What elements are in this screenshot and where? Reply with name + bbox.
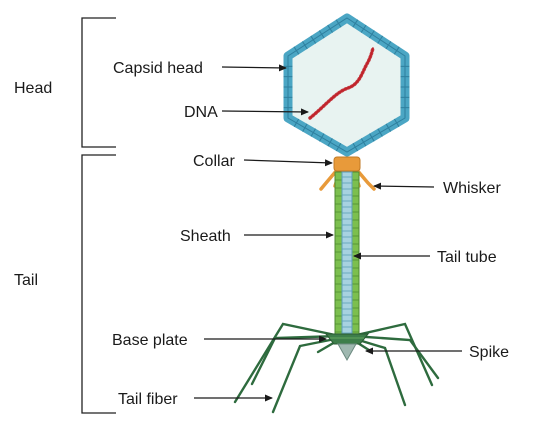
- capsid-head-pointer: [221, 64, 287, 72]
- collar-label: Collar: [193, 153, 235, 170]
- collar: [333, 156, 361, 172]
- dna-strand: [308, 46, 375, 120]
- tail-bracket: [81, 154, 116, 414]
- capsid-head-label: Capsid head: [113, 60, 203, 77]
- capsid-head: [283, 13, 410, 157]
- whisker-pointer: [373, 182, 435, 190]
- dna-pointer: [221, 108, 309, 116]
- head-group-label: Head: [14, 80, 52, 97]
- dna-label: DNA: [184, 104, 218, 121]
- tail-tube: [341, 171, 353, 341]
- head-bracket: [81, 17, 116, 148]
- base-plate: [324, 333, 370, 345]
- pointers: [194, 64, 462, 402]
- spike: [337, 343, 357, 362]
- tail-group-label: Tail: [14, 272, 38, 289]
- sheath-label: Sheath: [180, 228, 231, 245]
- collar-pointer: [243, 159, 333, 167]
- base-plate-label: Base plate: [112, 332, 188, 349]
- whisker-label: Whisker: [443, 180, 501, 197]
- tail-tube-label: Tail tube: [437, 249, 497, 266]
- spike-label: Spike: [469, 344, 509, 361]
- tail-fiber-label: Tail fiber: [118, 391, 178, 408]
